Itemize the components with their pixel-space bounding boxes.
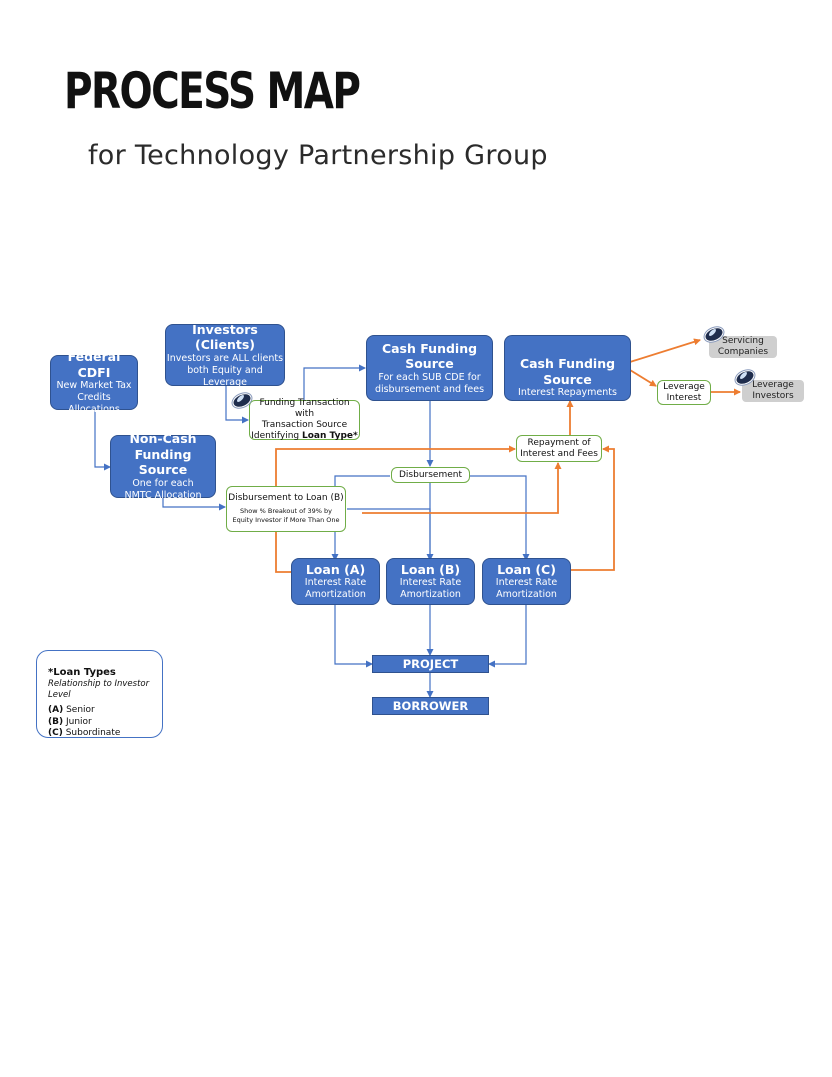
- non-cash-sub2: NMTC Allocation: [124, 489, 202, 501]
- loan-a-sub1: Interest Rate: [304, 577, 367, 589]
- cash-funding-interest-node: Cash Funding Source Interest Repayments: [504, 335, 631, 401]
- loan-b-sub2: Amortization: [400, 589, 461, 601]
- legend-item: (A) Senior: [48, 705, 162, 717]
- flow-disbursement-b-to-repayment: [362, 462, 562, 514]
- leverage-investors-node: Leverage Investors: [742, 380, 804, 402]
- loan-c-node: Loan (C) Interest Rate Amortization: [482, 558, 571, 605]
- flow-disbursement-to-loan-c: [470, 475, 530, 561]
- funding-transaction-note: Funding Transaction with Transaction Sou…: [249, 398, 360, 442]
- flow-cash-to-servicing: [629, 338, 701, 363]
- investors-node: Investors (Clients) Investors are ALL cl…: [165, 321, 285, 388]
- repayment-line2: Interest and Fees: [520, 448, 598, 459]
- legend-item: (C) Subordinate: [48, 728, 162, 740]
- loan-types-legend: *Loan Types Relationship to Investor Lev…: [36, 650, 163, 738]
- borrower-node: BORROWER: [372, 697, 489, 715]
- flow-noncash-to-disbursement-b: [162, 498, 226, 511]
- legend-item-key: (B): [48, 716, 64, 727]
- loan-b-sub1: Interest Rate: [399, 577, 462, 589]
- servicing-line1: Servicing: [722, 336, 764, 347]
- legend-item-key: (A): [48, 705, 64, 716]
- leverage-investors-line1: Leverage: [752, 380, 794, 391]
- legend-item-label: Subordinate: [62, 728, 121, 739]
- disbursement-loan-b-line3: Equity Investor if More Than One: [232, 515, 340, 524]
- legend-item: (B) Junior: [48, 717, 162, 729]
- cash-funding-source-title: Cash Funding Source: [381, 340, 478, 372]
- leverage-interest-line1: Leverage: [663, 381, 705, 392]
- flow-loan-c-to-project: [488, 604, 527, 668]
- loan-b-title: Loan (B): [400, 561, 461, 577]
- leverage-investors-line2: Investors: [752, 391, 794, 401]
- page-title: PROCESS MAP: [64, 62, 361, 120]
- funding-transaction-line3: Identifying Loan Type*: [251, 431, 358, 442]
- investors-title: Investors (Clients): [192, 321, 258, 353]
- flow-disbursement-to-loan-a: [331, 475, 390, 561]
- legend-item-key: (C): [48, 728, 63, 739]
- flow-transaction-to-cash: [303, 364, 366, 400]
- legend-title: *Loan Types: [48, 667, 116, 678]
- flow-cash-to-leverage-interest: [629, 369, 657, 387]
- loan-a-sub2: Amortization: [305, 589, 366, 601]
- disbursement-note: Disbursement: [391, 467, 470, 483]
- funding-transaction-line2: Transaction Source: [261, 420, 348, 430]
- loan-a-title: Loan (A): [305, 561, 366, 577]
- funding-transaction-line1: Funding Transaction with: [259, 398, 350, 420]
- loan-c-sub2: Amortization: [496, 589, 557, 601]
- legend-item-label: Senior: [63, 705, 95, 716]
- flow-loan-c-to-repayment: [571, 445, 615, 571]
- cash-funding-source-sub2: disbursement and fees: [374, 383, 485, 395]
- federal-cdfi-node: Federal CDFI New Market Tax Credits Allo…: [50, 349, 138, 415]
- federal-cdfi-sub1: New Market Tax: [56, 380, 132, 392]
- non-cash-funding-node: Non-Cash Funding Source One for each NMT…: [110, 431, 216, 501]
- cash-funding-source-sub1: For each SUB CDE for: [378, 371, 481, 383]
- repayment-note: Repayment of Interest and Fees: [516, 435, 602, 462]
- flow-disbursement-b-to-loan-b: [347, 508, 431, 558]
- leverage-interest-line2: Interest: [666, 392, 702, 403]
- investors-sub2: both Equity and Leverage: [187, 364, 263, 388]
- flow-investors-to-transaction: [225, 385, 249, 424]
- leverage-interest-note: Leverage Interest: [657, 380, 711, 405]
- servicing-line2: Companies: [717, 347, 769, 357]
- servicing-companies-node: Servicing Companies: [709, 336, 777, 358]
- disbursement-loan-b-note: Disbursement to Loan (B) Show % Breakout…: [226, 486, 346, 532]
- disbursement-loan-b-line2: Show % Breakout of 39% by: [240, 507, 332, 516]
- flow-cdfi-to-noncash: [94, 410, 111, 471]
- disbursement-loan-b-line1: Disbursement to Loan (B): [228, 493, 344, 504]
- cash-funding-source-node: Cash Funding Source For each SUB CDE for…: [366, 335, 493, 401]
- loan-a-node: Loan (A) Interest Rate Amortization: [291, 558, 380, 605]
- investors-sub1: Investors are ALL clients: [166, 352, 284, 364]
- repayment-line1: Repayment of: [527, 437, 591, 448]
- cash-funding-interest-sub1: Interest Repayments: [518, 387, 617, 399]
- legend-item-label: Junior: [63, 716, 92, 727]
- non-cash-title1: Non-Cash: [129, 431, 197, 447]
- page-subtitle: for Technology Partnership Group: [88, 140, 548, 171]
- disbursement-label: Disbursement: [399, 469, 462, 480]
- project-node: PROJECT: [372, 655, 489, 673]
- non-cash-sub1: One for each: [132, 478, 194, 490]
- flow-loan-a-to-project: [334, 604, 373, 668]
- loan-c-title: Loan (C): [497, 561, 556, 577]
- legend-subtitle: Relationship to Investor Level: [48, 679, 150, 701]
- funding-transaction-loan-type: Loan Type*: [302, 430, 358, 441]
- funding-transaction-line3-prefix: Identifying: [251, 430, 303, 441]
- non-cash-title2: Funding Source: [134, 446, 192, 478]
- loan-c-sub1: Interest Rate: [495, 577, 558, 589]
- federal-cdfi-sub2: Credits Allocations: [68, 392, 120, 416]
- loan-b-node: Loan (B) Interest Rate Amortization: [386, 558, 475, 605]
- cash-funding-interest-title: Cash Funding Source: [519, 356, 616, 387]
- federal-cdfi-title: Federal CDFI: [67, 349, 121, 380]
